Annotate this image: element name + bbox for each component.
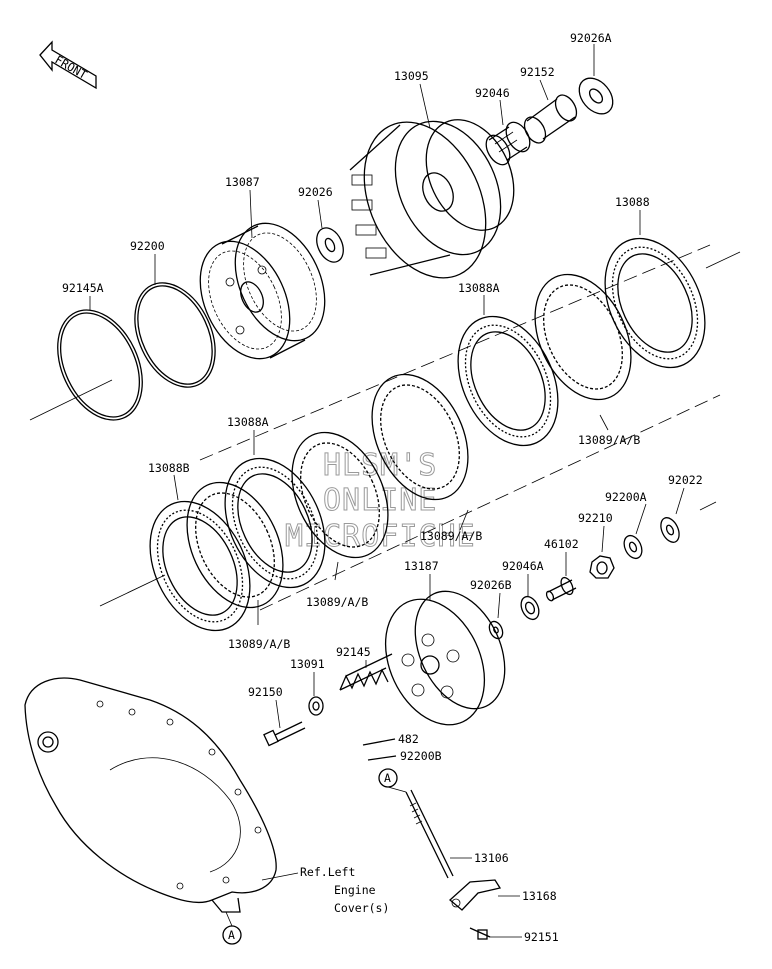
label-13187: 13187 xyxy=(404,559,439,573)
ref-note-line-1: Ref.Left xyxy=(300,865,355,879)
label-13088a-left: 13088A xyxy=(227,415,269,429)
ref-note: Ref.Left Engine Cover(s) xyxy=(300,865,389,915)
washer-92200a xyxy=(623,534,643,560)
label-13088: 13088 xyxy=(615,195,650,209)
pressure-plate-13187 xyxy=(384,590,506,726)
label-92026a: 92026A xyxy=(570,31,612,45)
label-92046: 92046 xyxy=(475,86,510,100)
label-92152: 92152 xyxy=(520,65,555,79)
clutch-hub-13087 xyxy=(199,222,326,360)
friction-plate-13088b xyxy=(149,500,251,632)
label-46102: 46102 xyxy=(544,537,579,551)
friction-plate-13088a-upper xyxy=(457,315,559,447)
label-92150: 92150 xyxy=(248,685,283,699)
label-92200b: 92200B xyxy=(400,749,442,763)
friction-plate-13088a-left xyxy=(224,457,326,589)
watermark-line-2: ONLINE xyxy=(323,483,437,518)
label-13089-mid: 13089/A/B xyxy=(420,529,482,543)
ref-note-line-2: Engine xyxy=(334,883,376,897)
washer-92022 xyxy=(660,517,680,543)
clutch-housing-13095 xyxy=(349,119,515,279)
steel-plate-13089-lower xyxy=(291,431,389,559)
axis-lines xyxy=(29,244,741,611)
label-13095: 13095 xyxy=(394,69,429,83)
o-ring-92200 xyxy=(134,282,216,388)
callout-a-upper-letter: A xyxy=(384,771,391,785)
sleeve-92152 xyxy=(523,94,578,144)
label-13106: 13106 xyxy=(474,851,509,865)
ring-482 xyxy=(362,738,396,746)
label-92022: 92022 xyxy=(668,473,703,487)
label-92026: 92026 xyxy=(298,185,333,199)
leader-lines xyxy=(89,44,685,938)
label-92210: 92210 xyxy=(578,511,613,525)
washer-92026b xyxy=(488,620,504,640)
label-13089-bottom: 13089/A/B xyxy=(228,637,290,651)
o-ring-92200b xyxy=(367,755,397,761)
pusher-46102 xyxy=(545,576,577,602)
steel-plate-13089-bottom xyxy=(186,481,284,609)
steel-plate-13089-right xyxy=(534,273,632,401)
lever-13168 xyxy=(449,879,502,911)
front-arrow-icon: FRONT xyxy=(39,40,97,90)
label-92200: 92200 xyxy=(130,239,165,253)
label-92145a: 92145A xyxy=(62,281,104,295)
label-92200a: 92200A xyxy=(605,490,647,504)
steel-plate-13089-mid xyxy=(371,373,469,501)
callout-a-upper: A xyxy=(378,768,398,788)
label-13089-lower: 13089/A/B xyxy=(306,595,368,609)
bolt-92150 xyxy=(263,721,306,747)
friction-plate-13088 xyxy=(604,237,706,369)
part-labels: 92026A 92152 13095 92046 13087 92026 130… xyxy=(62,31,703,944)
washer-92026a xyxy=(578,77,614,115)
label-482: 482 xyxy=(398,732,419,746)
label-92046a: 92046A xyxy=(502,559,544,573)
callout-a-lower: A xyxy=(222,925,242,945)
label-13088b: 13088B xyxy=(148,461,190,475)
washer-13091 xyxy=(308,696,324,716)
label-13087: 13087 xyxy=(225,175,260,189)
front-label: FRONT xyxy=(53,52,90,81)
label-92026b: 92026B xyxy=(470,578,512,592)
label-92145: 92145 xyxy=(336,645,371,659)
label-13088a-top: 13088A xyxy=(458,281,500,295)
ref-note-line-3: Cover(s) xyxy=(334,901,389,915)
label-13091: 13091 xyxy=(290,657,325,671)
label-13089-right: 13089/A/B xyxy=(578,433,640,447)
nut-92210 xyxy=(589,555,615,579)
bearing-92046a xyxy=(520,595,540,621)
callout-a-lower-letter: A xyxy=(228,928,235,942)
push-rod-13106 xyxy=(405,789,454,879)
bolt-92151 xyxy=(469,927,491,940)
label-13168: 13168 xyxy=(522,889,557,903)
spring-ring-92145a xyxy=(57,309,143,421)
label-92151: 92151 xyxy=(524,930,559,944)
spring-92145 xyxy=(339,653,393,691)
washer-92026 xyxy=(316,227,344,263)
engine-cover xyxy=(24,677,277,913)
